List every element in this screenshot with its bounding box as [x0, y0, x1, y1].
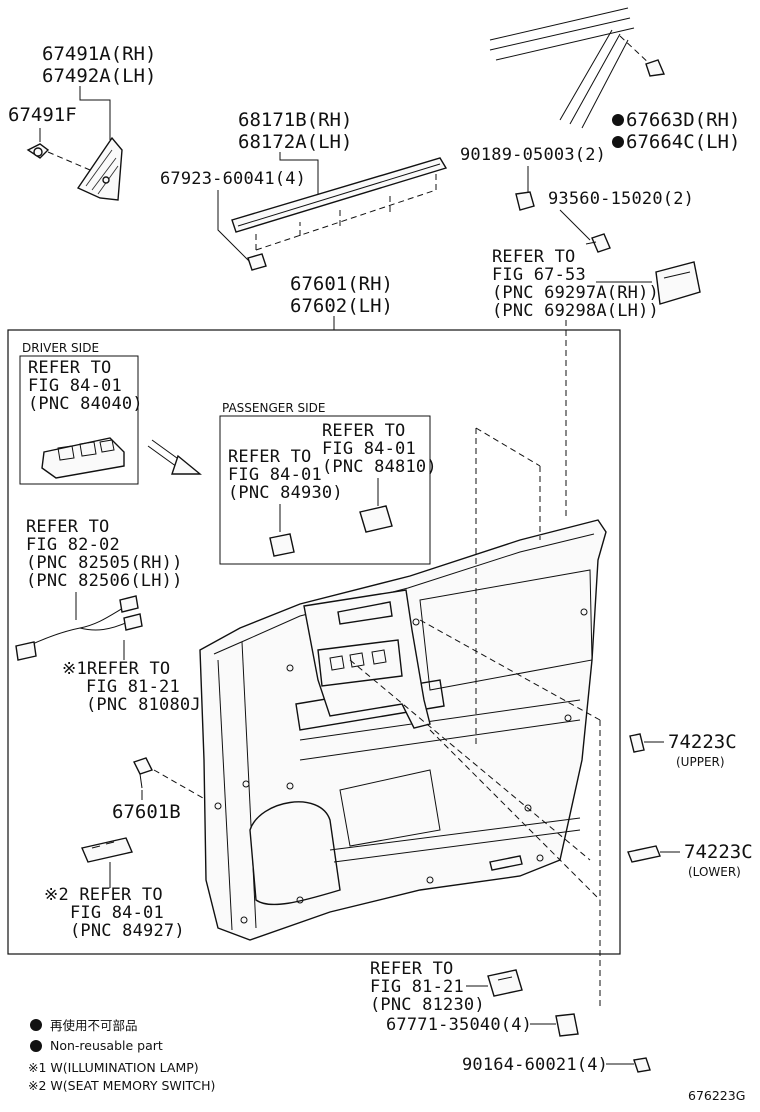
- legend-line1: 再使用不可部品: [50, 1018, 138, 1033]
- ref-8202-line2: FIG 82-02: [26, 535, 120, 555]
- memory-switch-84927: [81, 837, 133, 863]
- nonreusable-mark: [612, 114, 624, 126]
- ref-8202-line1: REFER TO: [26, 517, 109, 537]
- label-74223c-lower: 74223C: [684, 841, 753, 863]
- clip-74223c-upper: [629, 733, 645, 753]
- ref-84810-line2: FIG 84-01: [322, 439, 416, 459]
- ref-8202-line4: (PNC 82506(LH)): [26, 571, 183, 591]
- ref-81230-line1: REFER TO: [370, 959, 453, 979]
- ref-84810-line3: (PNC 84810): [322, 457, 437, 477]
- screw-93560: [585, 233, 611, 253]
- passenger-side-label: PASSENGER SIDE: [222, 401, 325, 415]
- label-67664c: 67664C(LH): [626, 131, 740, 153]
- ref-6753-line1: REFER TO: [492, 247, 575, 267]
- label-67602: 67602(LH): [290, 295, 393, 317]
- label-67663d: 67663D(RH): [626, 109, 740, 131]
- clip-67771: [555, 1013, 579, 1037]
- label-upper: (UPPER): [676, 755, 725, 769]
- ref-81080-line3: (PNC 81080J): [86, 695, 211, 715]
- legend-bullet: [30, 1040, 42, 1052]
- label-lower: (LOWER): [688, 865, 741, 879]
- legend-line2: Non-reusable part: [50, 1038, 163, 1053]
- legend-line4: ※2 W(SEAT MEMORY SWITCH): [28, 1078, 215, 1093]
- master-switch-84040: [41, 437, 125, 479]
- handle-69297a: [655, 261, 701, 305]
- ref-81080-line1: ※1REFER TO: [62, 659, 170, 679]
- window-frame: [489, 7, 635, 129]
- ref-8202-line3: (PNC 82505(RH)): [26, 553, 183, 573]
- label-74223c-upper: 74223C: [668, 731, 737, 753]
- screw-90164: [622, 1057, 651, 1073]
- nut-90189: [515, 191, 535, 211]
- ref-84040-line2: FIG 84-01: [28, 376, 122, 396]
- ref-84930-line2: FIG 84-01: [228, 465, 322, 485]
- legend-bullet: [30, 1019, 42, 1031]
- label-67923: 67923-60041(4): [160, 169, 306, 189]
- ref-6753-line4: (PNC 69298A(LH)): [492, 301, 659, 321]
- label-67601: 67601(RH): [290, 273, 393, 295]
- ref-84930-line3: (PNC 84930): [228, 483, 343, 503]
- belt-moulding: [231, 157, 448, 233]
- label-67492a: 67492A(LH): [42, 65, 156, 87]
- legend-line3: ※1 W(ILLUMINATION LAMP): [28, 1060, 199, 1075]
- ref-84930-line1: REFER TO: [228, 447, 311, 467]
- ref-6753-line2: FIG 67-53: [492, 265, 586, 285]
- label-67601b: 67601B: [112, 801, 181, 823]
- ref-84927-line2: FIG 84-01: [70, 903, 164, 923]
- label-90189: 90189-05003(2): [460, 145, 606, 165]
- label-90164: 90164-60021(4): [462, 1055, 608, 1075]
- clip-67663d: [645, 59, 666, 77]
- ref-84040-line1: REFER TO: [28, 358, 111, 378]
- driver-side-label: DRIVER SIDE: [22, 341, 99, 355]
- ref-81230-line2: FIG 81-21: [370, 977, 464, 997]
- label-68172a: 68172A(LH): [238, 131, 352, 153]
- clip-67923: [247, 253, 267, 271]
- ref-81230-line3: (PNC 81230): [370, 995, 485, 1015]
- label-67771: 67771-35040(4): [386, 1015, 532, 1035]
- arrow-icon: [147, 439, 202, 475]
- ref-84040-line3: (PNC 84040): [28, 394, 143, 414]
- clip-74223c-lower: [627, 845, 661, 863]
- label-67491f: 67491F: [8, 104, 77, 126]
- bracket-67491a: [76, 136, 123, 201]
- wire-harness-82505: [15, 595, 143, 661]
- assembly-frame: [7, 329, 621, 955]
- ref-84927-line1: ※2 REFER TO: [44, 885, 163, 905]
- diagram-id: 676223G: [688, 1088, 745, 1103]
- switch-84810: [359, 505, 393, 533]
- ref-81080-line2: FIG 81-21: [86, 677, 180, 697]
- ref-84927-line3: (PNC 84927): [70, 921, 185, 941]
- driver-side-box: [19, 355, 139, 485]
- ref-84810-line1: REFER TO: [322, 421, 405, 441]
- ref-6753-line3: (PNC 69297A(RH)): [492, 283, 659, 303]
- passenger-side-box: [219, 415, 431, 565]
- label-93560: 93560-15020(2): [548, 189, 694, 209]
- clip-67491f: [26, 143, 50, 159]
- lamp-81230: [487, 969, 523, 997]
- label-68171b: 68171B(RH): [238, 109, 352, 131]
- door-trim-board: [199, 519, 607, 941]
- clip-67601b: [133, 757, 153, 789]
- switch-84930: [269, 533, 295, 557]
- label-67491a: 67491A(RH): [42, 43, 156, 65]
- nonreusable-mark: [612, 136, 624, 148]
